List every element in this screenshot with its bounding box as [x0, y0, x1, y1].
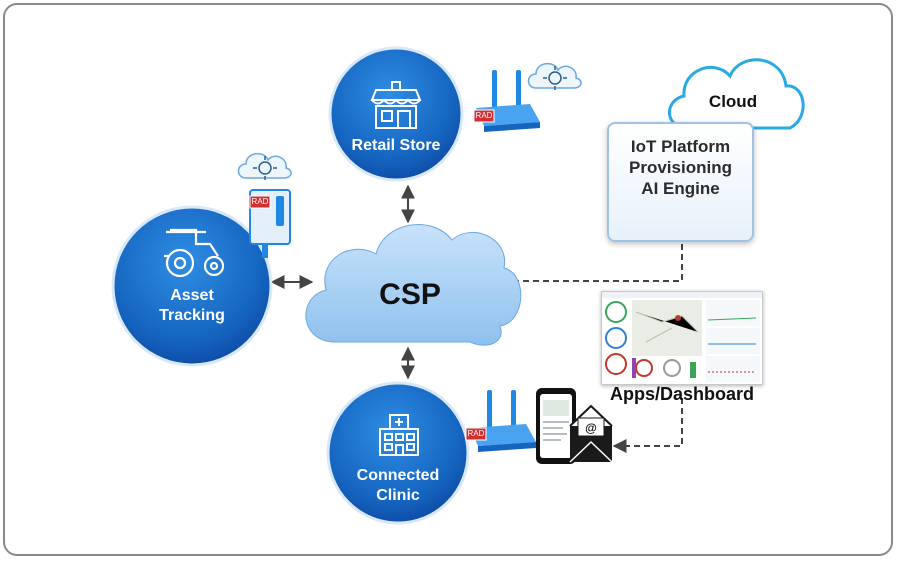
platform-label-line2: Provisioning	[629, 158, 732, 177]
iot-platform-box	[607, 122, 754, 242]
connectors	[270, 184, 683, 453]
cloud-outline	[668, 58, 805, 130]
retail-store-label: Retail Store	[351, 137, 441, 154]
rad-badge-retail	[473, 109, 495, 123]
router-retail-icon	[473, 70, 540, 132]
svg-text:@: @	[585, 421, 597, 435]
rad-badge-asset-text: RAD	[251, 197, 269, 206]
rad-badge-clinic	[465, 427, 487, 441]
asset-tracking-label-line1: Asset	[170, 287, 214, 304]
rad-badge-clinic-text: RAD	[467, 429, 485, 438]
connected-clinic-label-line1: Connected	[356, 467, 440, 484]
node-retail-store	[328, 46, 464, 182]
platform-label-line1: IoT Platform	[630, 137, 731, 156]
platform-label-line3: AI Engine	[641, 179, 720, 198]
connected-clinic-label: Connected Clinic	[338, 466, 458, 506]
asset-tracking-label: Asset Tracking	[142, 286, 242, 326]
ai-cloud-icon-retail	[527, 62, 582, 90]
csp-label: CSP	[379, 278, 441, 311]
email-icon: @	[569, 404, 613, 463]
connector-platform-csp	[498, 244, 683, 288]
cloud-label: Cloud	[708, 92, 758, 111]
rad-badge-asset	[249, 195, 271, 209]
dashboard-thumbnail	[601, 291, 763, 385]
phone-icon	[536, 388, 576, 464]
hospital-icon	[379, 414, 419, 456]
router-clinic-icon	[465, 390, 536, 452]
asset-device-icon	[249, 189, 291, 258]
connected-clinic-label-line2: Clinic	[376, 487, 420, 504]
tractor-icon	[164, 228, 225, 278]
node-connected-clinic	[326, 381, 470, 525]
asset-tracking-label-line2: Tracking	[159, 307, 225, 324]
rad-badge-retail-text: RAD	[475, 111, 493, 120]
apps-dashboard-label: Apps/Dashboard	[609, 384, 755, 404]
platform-label: IoT Platform Provisioning AI Engine	[607, 136, 754, 199]
csp-cloud	[305, 224, 522, 346]
ai-cloud-icon-asset	[237, 152, 292, 180]
connector-dashboard-mail	[612, 398, 683, 453]
store-icon	[370, 81, 422, 129]
node-asset-tracking	[111, 205, 273, 367]
